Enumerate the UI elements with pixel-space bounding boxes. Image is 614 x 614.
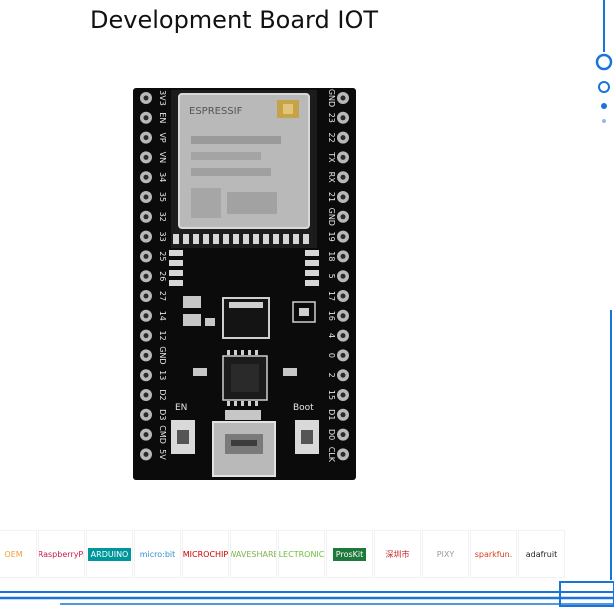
left-pin-label: 27 (158, 291, 167, 301)
partner-logo-intel-oem: OEM (0, 530, 37, 578)
right-pin-label: 4 (327, 333, 336, 338)
right-pin-label: 17 (327, 291, 336, 301)
partner-logo-label: RaspberryPi (38, 549, 85, 559)
micro-usb-port (212, 421, 276, 477)
left-pin-label: 35 (158, 192, 167, 202)
partner-logo-label: PIXY (436, 549, 455, 559)
decorative-dots (595, 0, 613, 123)
left-pin-label: 14 (158, 311, 167, 321)
deco-circle-large (595, 53, 613, 71)
right-pin-label: 15 (327, 390, 336, 400)
left-pin-label: EN (158, 112, 167, 123)
partner-logo-label: WAVESHARE (230, 549, 277, 559)
right-pin-label: 23 (327, 113, 336, 123)
partner-logo-sparkfun: sparkfun. (470, 530, 517, 578)
right-pin-label: CLK (327, 447, 336, 463)
right-pin-label: 21 (327, 192, 336, 202)
right-pin-label: RX (327, 172, 336, 184)
partner-logo-microbit: micro:bit (134, 530, 181, 578)
right-pin-label: 18 (327, 251, 336, 261)
partner-logo-label: OEM (4, 549, 23, 559)
left-pin-label: GND (158, 346, 167, 364)
deco-circle-medium (598, 81, 610, 93)
right-pin-label: 22 (327, 133, 336, 143)
partner-logo-label: sparkfun. (474, 549, 513, 559)
partner-logo-prokit: ProsKit (326, 530, 373, 578)
boot-button-label: Boot (293, 403, 314, 413)
left-pin-label: 26 (158, 271, 167, 281)
partner-logo-label: ELECTRONICS (278, 549, 325, 559)
left-pin-label: D2 (158, 389, 167, 400)
left-pin-label: 33 (158, 232, 167, 242)
esp32-board-image: 3V3ENVPVN343532332526271412GND13D2D3CMD5… (133, 88, 356, 480)
partner-logo-label: MICROCHIP (182, 549, 229, 559)
left-pin-label: 13 (158, 370, 167, 380)
partner-logo-label: adafruit (525, 549, 558, 559)
left-pin-label: VP (158, 132, 167, 142)
partner-logo-arduino: ARDUINO (86, 530, 133, 578)
right-pin-label: GND (327, 89, 336, 107)
partner-logo-pixy: PIXY (422, 530, 469, 578)
partner-logo-raspberry-pi: RaspberryPi (38, 530, 85, 578)
left-pin-label: 3V3 (158, 90, 167, 106)
left-pin-label: 25 (158, 251, 167, 261)
left-pin-label: 5V (158, 449, 167, 460)
right-pin-label: 2 (327, 373, 336, 378)
right-pin-label: 16 (327, 311, 336, 321)
right-pin-label: TX (327, 151, 336, 163)
right-pin-label: GND (327, 208, 336, 226)
module-brand: ESPRESSIF (189, 106, 243, 117)
partner-logo-waveshare: WAVESHARE (230, 530, 277, 578)
module-pads (173, 234, 309, 244)
left-pin-label: 12 (158, 331, 167, 341)
left-pin-label: 32 (158, 212, 167, 222)
right-pin-header (337, 92, 349, 461)
partner-logo-label: ProsKit (332, 547, 367, 561)
right-pin-label: 5 (327, 274, 336, 279)
partner-logo-chinese-brand: 深圳市 (374, 530, 421, 578)
partner-logo-adafruit: adafruit (518, 530, 565, 578)
right-accent-line (604, 310, 614, 580)
right-pin-label: 0 (327, 353, 336, 358)
left-pin-label: VN (158, 152, 167, 163)
partner-logo-label: 深圳市 (385, 549, 410, 559)
footer-decorative-lines (0, 581, 614, 607)
partner-logo-seeed: ELECTRONICS (278, 530, 325, 578)
left-pin-label: D3 (158, 409, 167, 420)
right-pin-label: D0 (327, 429, 336, 440)
partner-logo-label: ARDUINO (87, 547, 132, 561)
en-button-label: EN (175, 403, 187, 413)
left-pin-label: CMD (158, 425, 167, 444)
partner-logo-microchip: MICROCHIP (182, 530, 229, 578)
partner-logo-label: micro:bit (139, 549, 176, 559)
right-pin-label: 19 (327, 232, 336, 242)
side-pads (169, 250, 319, 286)
left-pin-header (140, 92, 152, 461)
page-title: Development Board IOT (90, 6, 378, 34)
left-pin-label: 34 (158, 172, 167, 182)
right-pin-label: D1 (327, 409, 336, 420)
deco-dot (601, 103, 607, 109)
deco-dot-small (602, 119, 606, 123)
